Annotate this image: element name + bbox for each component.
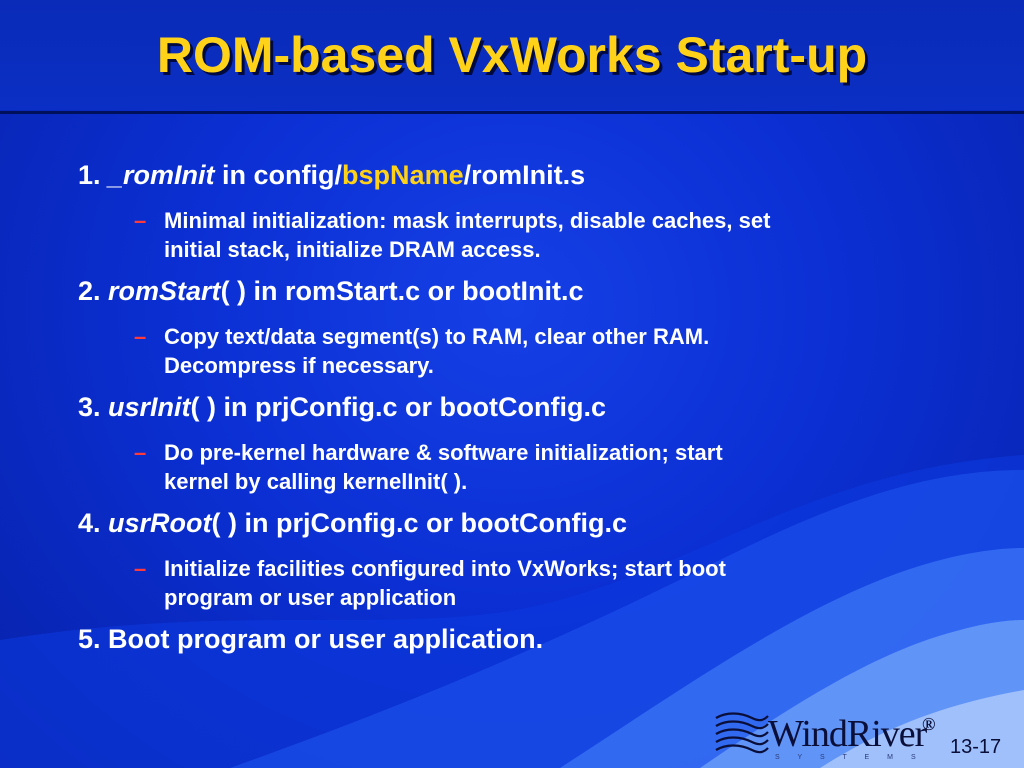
detail-line: Do pre-kernel hardware & software initia… <box>164 440 723 465</box>
slide-title: ROM-based VxWorks Start-up <box>156 27 868 83</box>
logo-wordmark: WindRiver <box>768 713 927 755</box>
dash-bullet: – <box>134 556 147 581</box>
step-text: ( ) in prjConfig.c or bootConfig.c <box>190 392 606 422</box>
step-number: 4. <box>78 508 109 538</box>
step-number: 1. <box>78 160 109 190</box>
logo-registered-mark: ® <box>922 714 936 734</box>
page-number: 13-17 <box>950 736 1002 758</box>
step-2-detail: – Copy text/data segment(s) to RAM, clea… <box>134 322 964 380</box>
function-name: _romInit <box>108 160 215 190</box>
step-1-detail: – Minimal initialization: mask interrupt… <box>134 206 964 264</box>
detail-line: Copy text/data segment(s) to RAM, clear … <box>164 324 710 349</box>
dash-bullet: – <box>134 440 147 465</box>
step-4: 4. usrRoot( ) in prjConfig.c or bootConf… <box>78 506 978 540</box>
step-text: ( ) in prjConfig.c or bootConfig.c <box>211 508 627 538</box>
title-band <box>0 0 1024 110</box>
detail-line: Initialize facilities configured into Vx… <box>164 556 726 581</box>
step-number: 2. <box>78 276 109 306</box>
logo-subtitle: S Y S T E M S <box>775 754 924 761</box>
highlight-text: bspName <box>342 160 464 190</box>
detail-line: initial stack, initialize DRAM access. <box>164 237 541 262</box>
step-4-detail: – Initialize facilities configured into … <box>134 554 964 612</box>
dash-bullet: – <box>134 208 147 233</box>
step-text: in config/ <box>214 160 343 190</box>
title-divider <box>0 111 1024 114</box>
dash-bullet: – <box>134 324 147 349</box>
function-name: usrInit <box>108 392 191 422</box>
step-2: 2. romStart( ) in romStart.c or bootInit… <box>78 274 978 308</box>
step-5: 5. Boot program or user application. <box>78 624 544 654</box>
detail-line: Decompress if necessary. <box>164 353 434 378</box>
slide-content: 1. _romInit in config/bspName/romInit.s … <box>78 158 978 656</box>
step-3-detail: – Do pre-kernel hardware & software init… <box>134 438 964 496</box>
detail-line: Minimal initialization: mask interrupts,… <box>164 208 771 233</box>
function-name: usrRoot <box>108 508 212 538</box>
step-text: ( ) in romStart.c or bootInit.c <box>220 276 584 306</box>
windriver-logo-icon <box>715 712 769 754</box>
function-name: romStart <box>108 276 221 306</box>
step-1: 1. _romInit in config/bspName/romInit.s <box>78 158 978 192</box>
detail-line: program or user application <box>164 585 457 610</box>
step-3: 3. usrInit( ) in prjConfig.c or bootConf… <box>78 390 978 424</box>
step-text-suffix: /romInit.s <box>463 160 586 190</box>
step-number: 3. <box>78 392 109 422</box>
detail-line: kernel by calling kernelInit( ). <box>164 469 468 494</box>
